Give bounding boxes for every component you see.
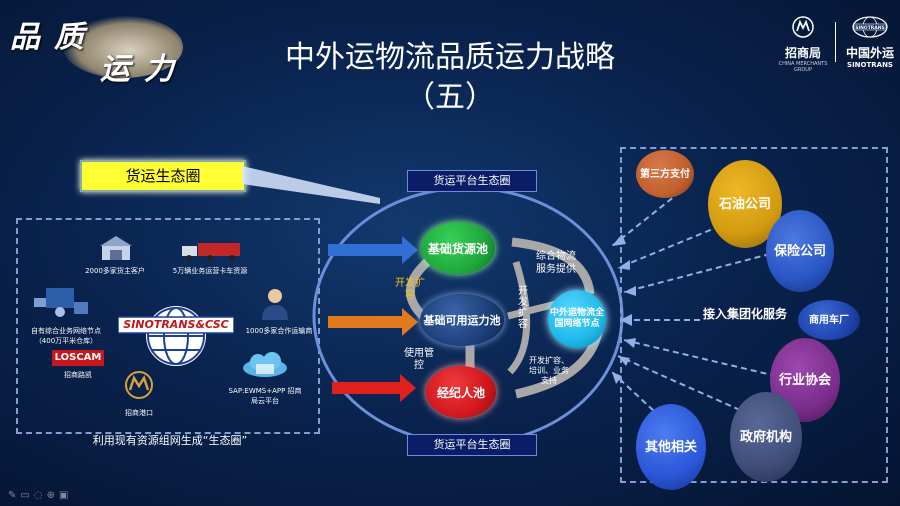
pen-icon[interactable]: ✎ [8,490,20,501]
insurance-company-bubble: 保险公司 [766,210,834,292]
group-service-access-label: 接入集团化服务 [700,306,790,322]
comment-icon[interactable]: ◌ [34,490,47,501]
third-party-payment-bubble: 第三方支付 [636,150,694,198]
government-bubble: 政府机构 [730,392,802,482]
slideshow-toolbar[interactable]: ✎▭◌⊕▣ [8,490,72,501]
slides-icon[interactable]: ▭ [20,490,33,501]
other-related-bubble: 其他相关 [636,404,706,490]
commercial-vehicle-bubble: 商用车厂 [798,300,860,340]
zoom-icon[interactable]: ⊕ [47,490,59,501]
camera-icon[interactable]: ▣ [59,490,72,501]
